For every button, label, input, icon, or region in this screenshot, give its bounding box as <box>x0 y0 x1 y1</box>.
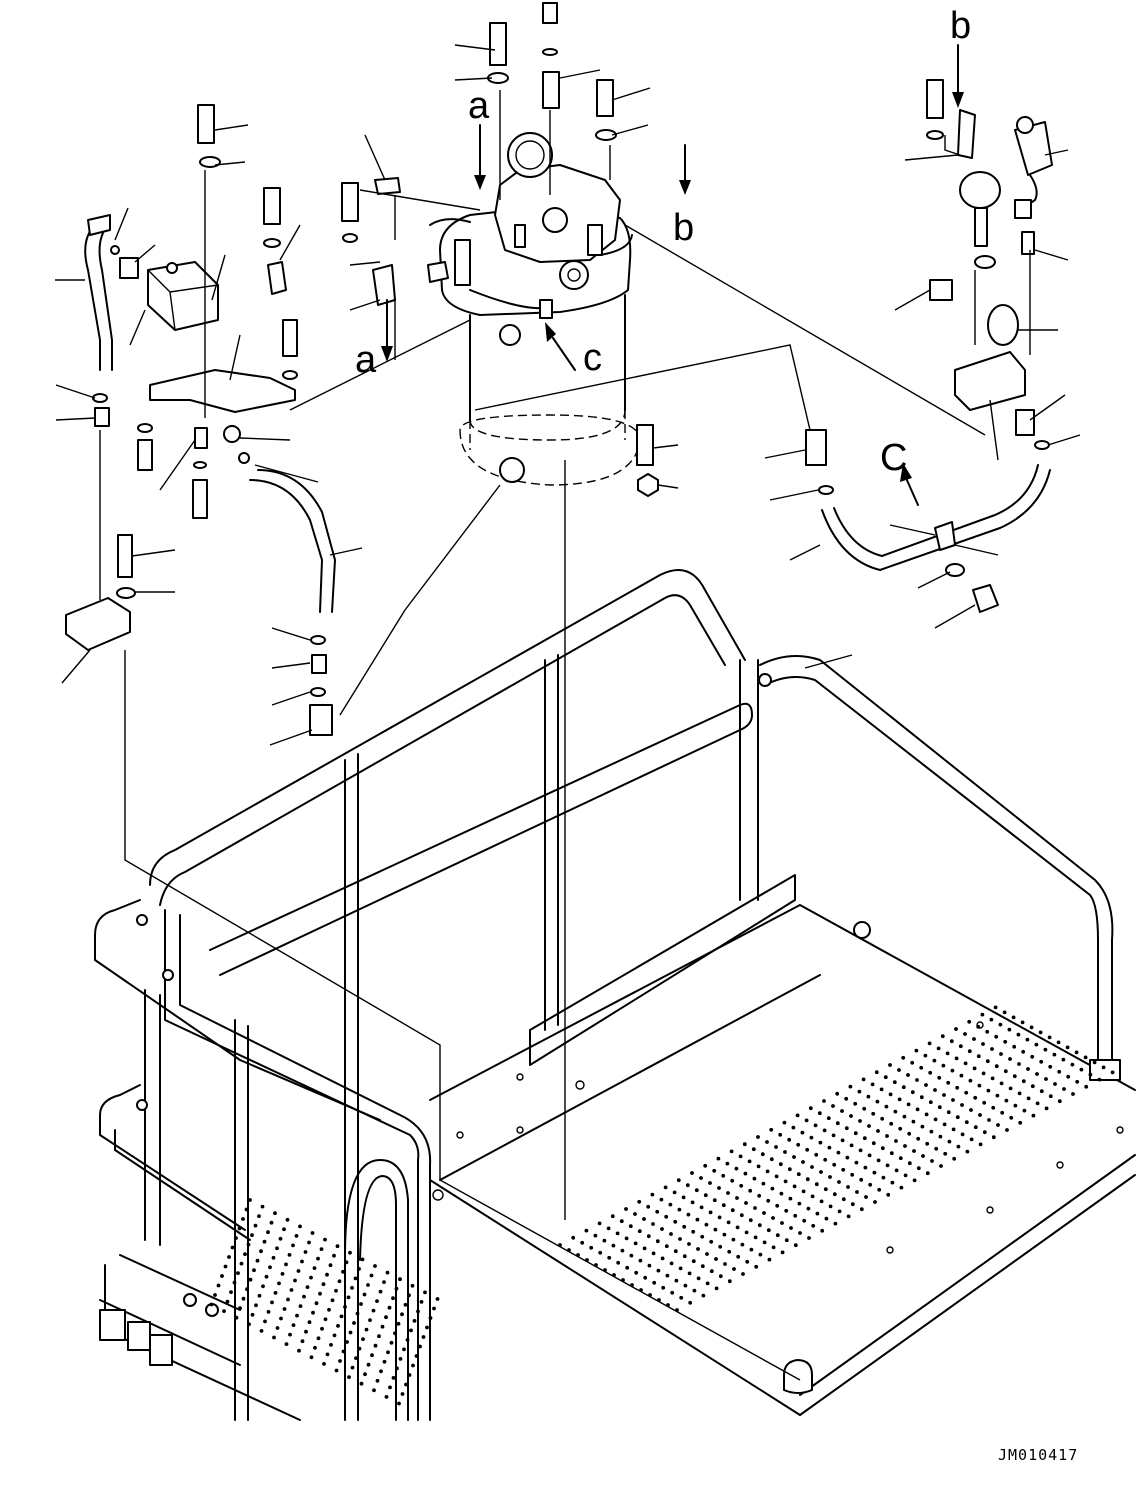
central-tank-assembly <box>427 132 641 486</box>
view-label-c-hose: C <box>880 437 907 479</box>
view-label-a-bottom: a <box>355 339 377 381</box>
right-parts-group <box>821 79 1053 613</box>
view-arrows <box>381 44 964 506</box>
view-label-c-tank: c <box>583 337 602 379</box>
left-parts-group <box>65 2 834 736</box>
leader-lines <box>55 44 1081 1381</box>
platform-railing <box>94 569 1136 1421</box>
deck-perforation-front <box>209 1198 440 1406</box>
view-label-a-top: a <box>468 85 490 127</box>
view-label-b-top: b <box>950 5 971 47</box>
view-labels: a a b b c C JM010417 <box>355 5 1078 1464</box>
drawing-code: JM010417 <box>998 1446 1078 1464</box>
view-label-b-right: b <box>673 207 694 249</box>
deck-perforation-rear <box>558 1005 1115 1312</box>
